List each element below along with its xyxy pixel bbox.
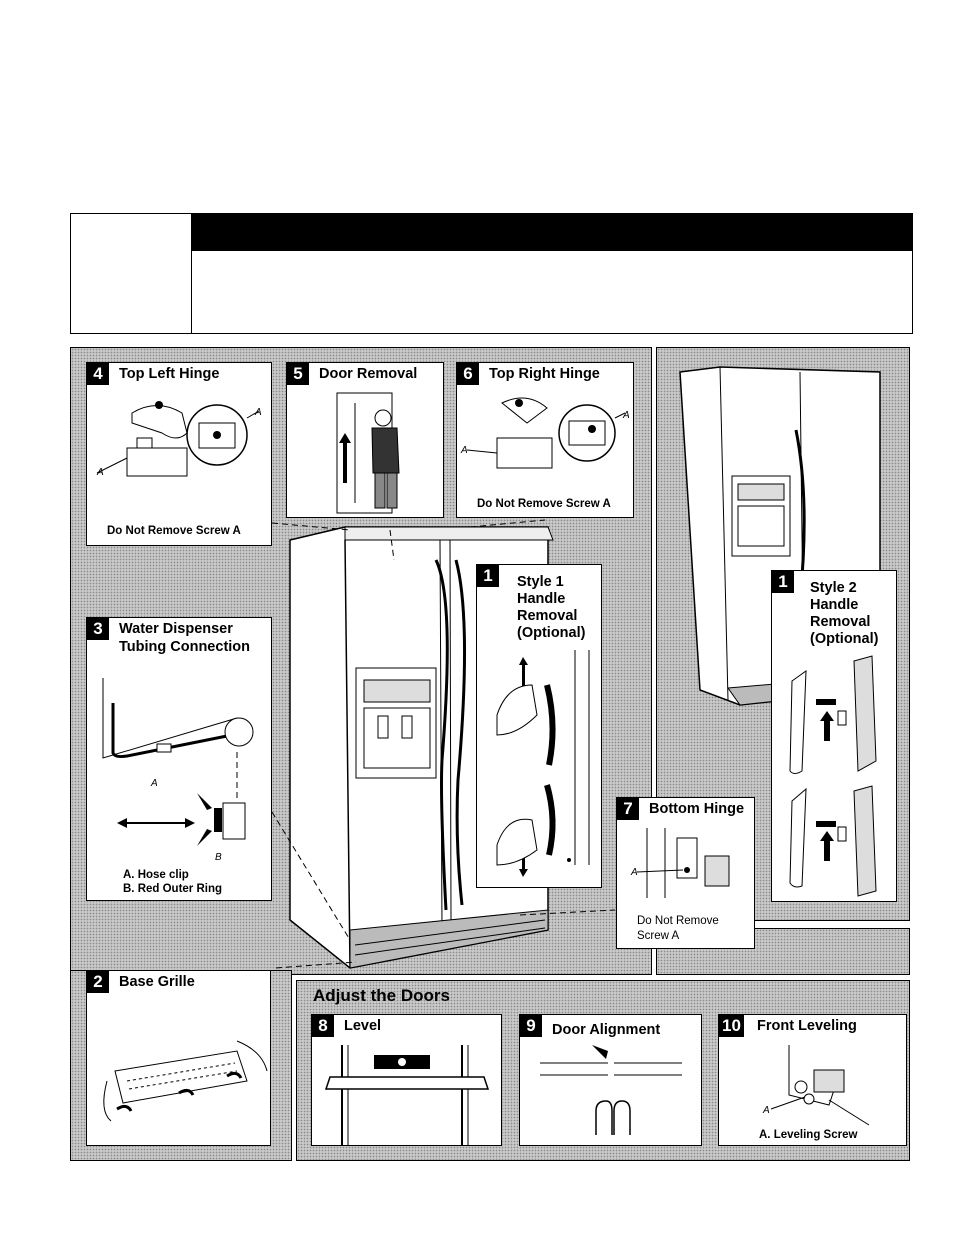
step-style1-handle-removal: 1 Style 1 Handle Removal (Optional) [476, 564, 602, 888]
step-number: 2 [87, 971, 109, 993]
step-number: 9 [520, 1015, 542, 1037]
step-door-removal: 5 Door Removal [286, 362, 444, 518]
door-removal-illustration [336, 392, 400, 514]
caption-line2: Screw A [637, 930, 680, 942]
label-a: A [150, 778, 158, 789]
step-title: Bottom Hinge [649, 801, 745, 817]
hinge-illustration: A A [96, 401, 262, 478]
warning-divider [191, 213, 192, 334]
step-title: Base Grille [119, 974, 195, 990]
caption-line1: A. Hose clip [123, 869, 189, 881]
label-a: A [254, 407, 262, 418]
step-caption: Do Not Remove Screw A [107, 525, 241, 537]
label-a: A [622, 410, 630, 421]
caption-line2: B. Red Outer Ring [123, 883, 223, 895]
step-number: 1 [477, 565, 499, 587]
front-leveling-illustration: A [762, 1045, 870, 1126]
step-water-tubing: 3 Water Dispenser Tubing Connection A B … [86, 617, 272, 901]
step-title-line1: Style 1 [517, 574, 564, 590]
step-title-line1: Water Dispenser [119, 621, 233, 637]
door-alignment-illustration [540, 1045, 682, 1135]
label-a: A [96, 467, 104, 478]
step-caption: Do Not Remove Screw A [477, 498, 611, 510]
label-a: A [460, 445, 468, 456]
step-top-right-hinge: 6 Top Right Hinge A A Do Not Remove Scre… [456, 362, 634, 518]
handle-illustration [789, 655, 877, 897]
label-a: A [762, 1105, 770, 1116]
step-door-alignment: 9 Door Alignment [519, 1014, 702, 1146]
step-bottom-hinge: 7 Bottom Hinge A Do Not Remove Screw A [616, 797, 755, 949]
hinge-illustration: A A [460, 397, 630, 469]
step-title: Top Left Hinge [119, 366, 220, 382]
step-number: 8 [312, 1015, 334, 1037]
tubing-illustration: A B [102, 678, 254, 863]
step-number: 1 [772, 571, 794, 593]
label-a: A [630, 867, 638, 878]
step-number: 5 [287, 363, 309, 385]
label-b: B [215, 852, 222, 863]
right-spacer-panel [656, 928, 910, 975]
step-title: Level [344, 1018, 382, 1034]
step-number: 6 [457, 363, 479, 385]
step-title-line2: Handle [810, 597, 859, 613]
step-title-line2: Tubing Connection [119, 639, 251, 655]
warning-header-bar [191, 213, 913, 251]
step-title: Door Alignment [552, 1022, 661, 1038]
level-illustration [324, 1045, 490, 1145]
handle-illustration [496, 650, 590, 877]
step-base-grille: 2 Base Grille [86, 970, 271, 1146]
step-title: Door Removal [319, 366, 418, 382]
base-grille-illustration [103, 1040, 268, 1122]
step-title: Top Right Hinge [489, 366, 600, 382]
step-style2-handle-removal: 1 Style 2 Handle Removal (Optional) [771, 570, 897, 902]
bottom-hinge-illustration: A [630, 828, 730, 898]
step-title-line4: (Optional) [517, 625, 586, 641]
step-number: 3 [87, 618, 109, 640]
step-top-left-hinge: 4 Top Left Hinge A A Do Not Remove Screw… [86, 362, 272, 546]
step-level: 8 Level [311, 1014, 502, 1146]
step-number: 4 [87, 363, 109, 385]
adjust-doors-heading: Adjust the Doors [313, 986, 450, 1005]
step-title-line3: Removal [810, 614, 871, 630]
caption-line1: Do Not Remove [637, 915, 719, 927]
step-caption: A. Leveling Screw [759, 1129, 858, 1141]
step-title-line3: Removal [517, 608, 578, 624]
step-title: Front Leveling [757, 1018, 857, 1034]
step-title-line1: Style 2 [810, 580, 857, 596]
step-title-line4: (Optional) [810, 631, 879, 647]
step-number: 7 [617, 798, 639, 820]
step-front-leveling: 10 Front Leveling A A. Leveling Screw [718, 1014, 907, 1146]
step-title-line2: Handle [517, 591, 566, 607]
step-number: 10 [719, 1015, 744, 1037]
